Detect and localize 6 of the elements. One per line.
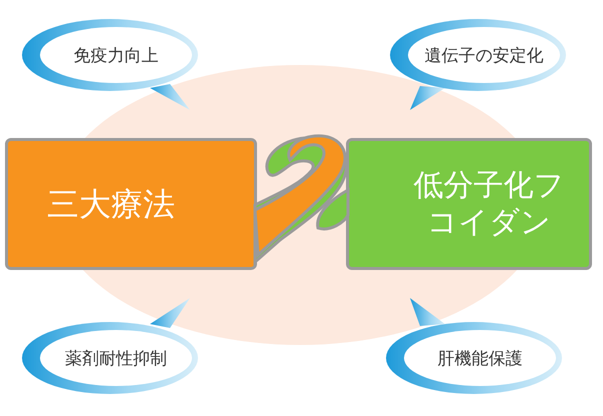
process-box: 低分子化フコイダン [346, 138, 592, 270]
bubble-label: 肝機能保護 [436, 348, 524, 370]
process-box: 三大療法 [5, 138, 257, 270]
bubble-label: 薬剤耐性抑制 [64, 348, 168, 370]
bubble-label: 免疫力向上 [72, 45, 160, 67]
bubble-label: 遺伝子の安定化 [424, 45, 544, 67]
